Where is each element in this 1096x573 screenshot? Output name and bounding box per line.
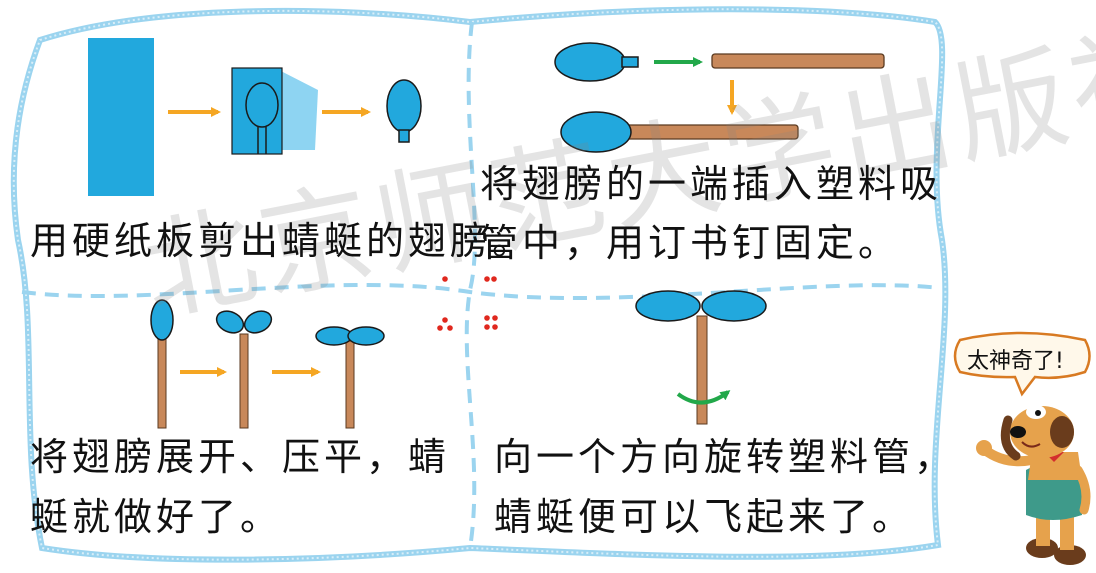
step2-text-line1: 将翅膀的一端插入塑料吸	[480, 162, 943, 206]
step4-text-line2: 蜻蜓便可以飞起来了。	[494, 495, 915, 539]
spinning-straw	[696, 315, 708, 425]
vertical-divider	[464, 21, 477, 549]
step4-illustration	[635, 290, 767, 425]
wing-shape	[554, 42, 639, 82]
step1-text-line1: 用硬纸板剪出蜻蜓的翅膀。	[30, 219, 535, 263]
half-open-dragonfly	[215, 310, 273, 429]
folded-cardboard	[231, 67, 318, 155]
rotation-arrow-icon	[676, 390, 731, 405]
wing-in-straw	[560, 111, 799, 153]
step3-text-line2: 蜓就做好了。	[30, 495, 283, 539]
step4-text-line1: 向一个方向旋转塑料管，	[494, 435, 957, 479]
plastic-straw	[711, 53, 885, 69]
cartoon-dog-icon	[976, 405, 1091, 565]
speech-bubble-text: 太神奇了!	[967, 349, 1064, 374]
cut-wing-shape	[386, 79, 422, 143]
horizontal-divider	[21, 282, 941, 301]
cardboard-sheet	[88, 38, 154, 196]
step3-illustration	[150, 299, 385, 429]
flat-dragonfly	[315, 326, 385, 429]
step2-text-line2: 管中，用订书钉固定。	[480, 221, 901, 265]
step1-illustration	[88, 38, 422, 196]
dice-dots-icon	[437, 276, 498, 331]
step3-text-line1: 将翅膀展开、压平，蜻	[30, 435, 451, 479]
folded-dragonfly	[150, 299, 174, 429]
speech-bubble	[953, 331, 1091, 397]
step2-illustration	[554, 42, 885, 153]
